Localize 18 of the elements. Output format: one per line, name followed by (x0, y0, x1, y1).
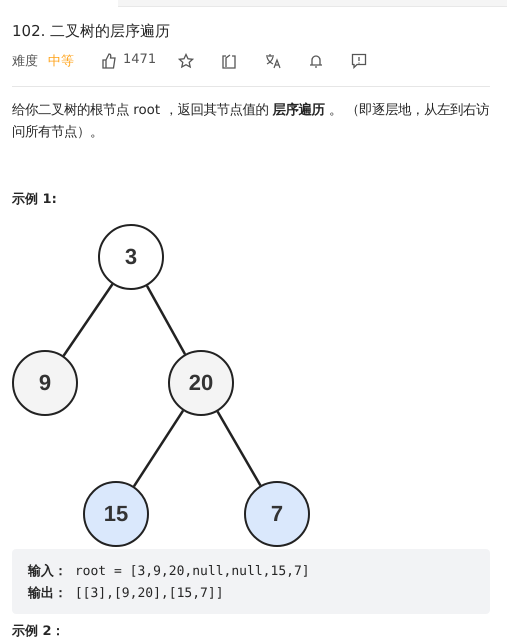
tree-node: 20 (168, 350, 234, 416)
heading: 示例 2： (12, 624, 65, 640)
tree-node: 7 (244, 481, 310, 547)
label: 难度 (12, 53, 38, 70)
paragraph: 给你二叉树的根节点 root ，返回其节点值的 层序遍历 。 （即逐层地，从左到右访问所有节点）。 (12, 101, 490, 142)
code-line: 输出： [[3],[9,20],[15,7]] (28, 585, 224, 602)
like-count: 1471 (123, 52, 156, 67)
code-line: 输入： root = [3,9,20,null,null,15,7] (28, 562, 310, 580)
tree-edge (132, 410, 184, 487)
difficulty-tag: 中等 (48, 52, 74, 70)
title: 102. 二叉树的层序遍历 (12, 22, 170, 41)
tree-edge (62, 284, 114, 356)
tree-edge (146, 285, 186, 355)
tree-node: 3 (98, 224, 164, 290)
tree-node: 15 (83, 481, 149, 547)
tree-edge (216, 410, 262, 486)
heading: 示例 1: (12, 191, 57, 208)
tree-node: 9 (12, 350, 78, 416)
